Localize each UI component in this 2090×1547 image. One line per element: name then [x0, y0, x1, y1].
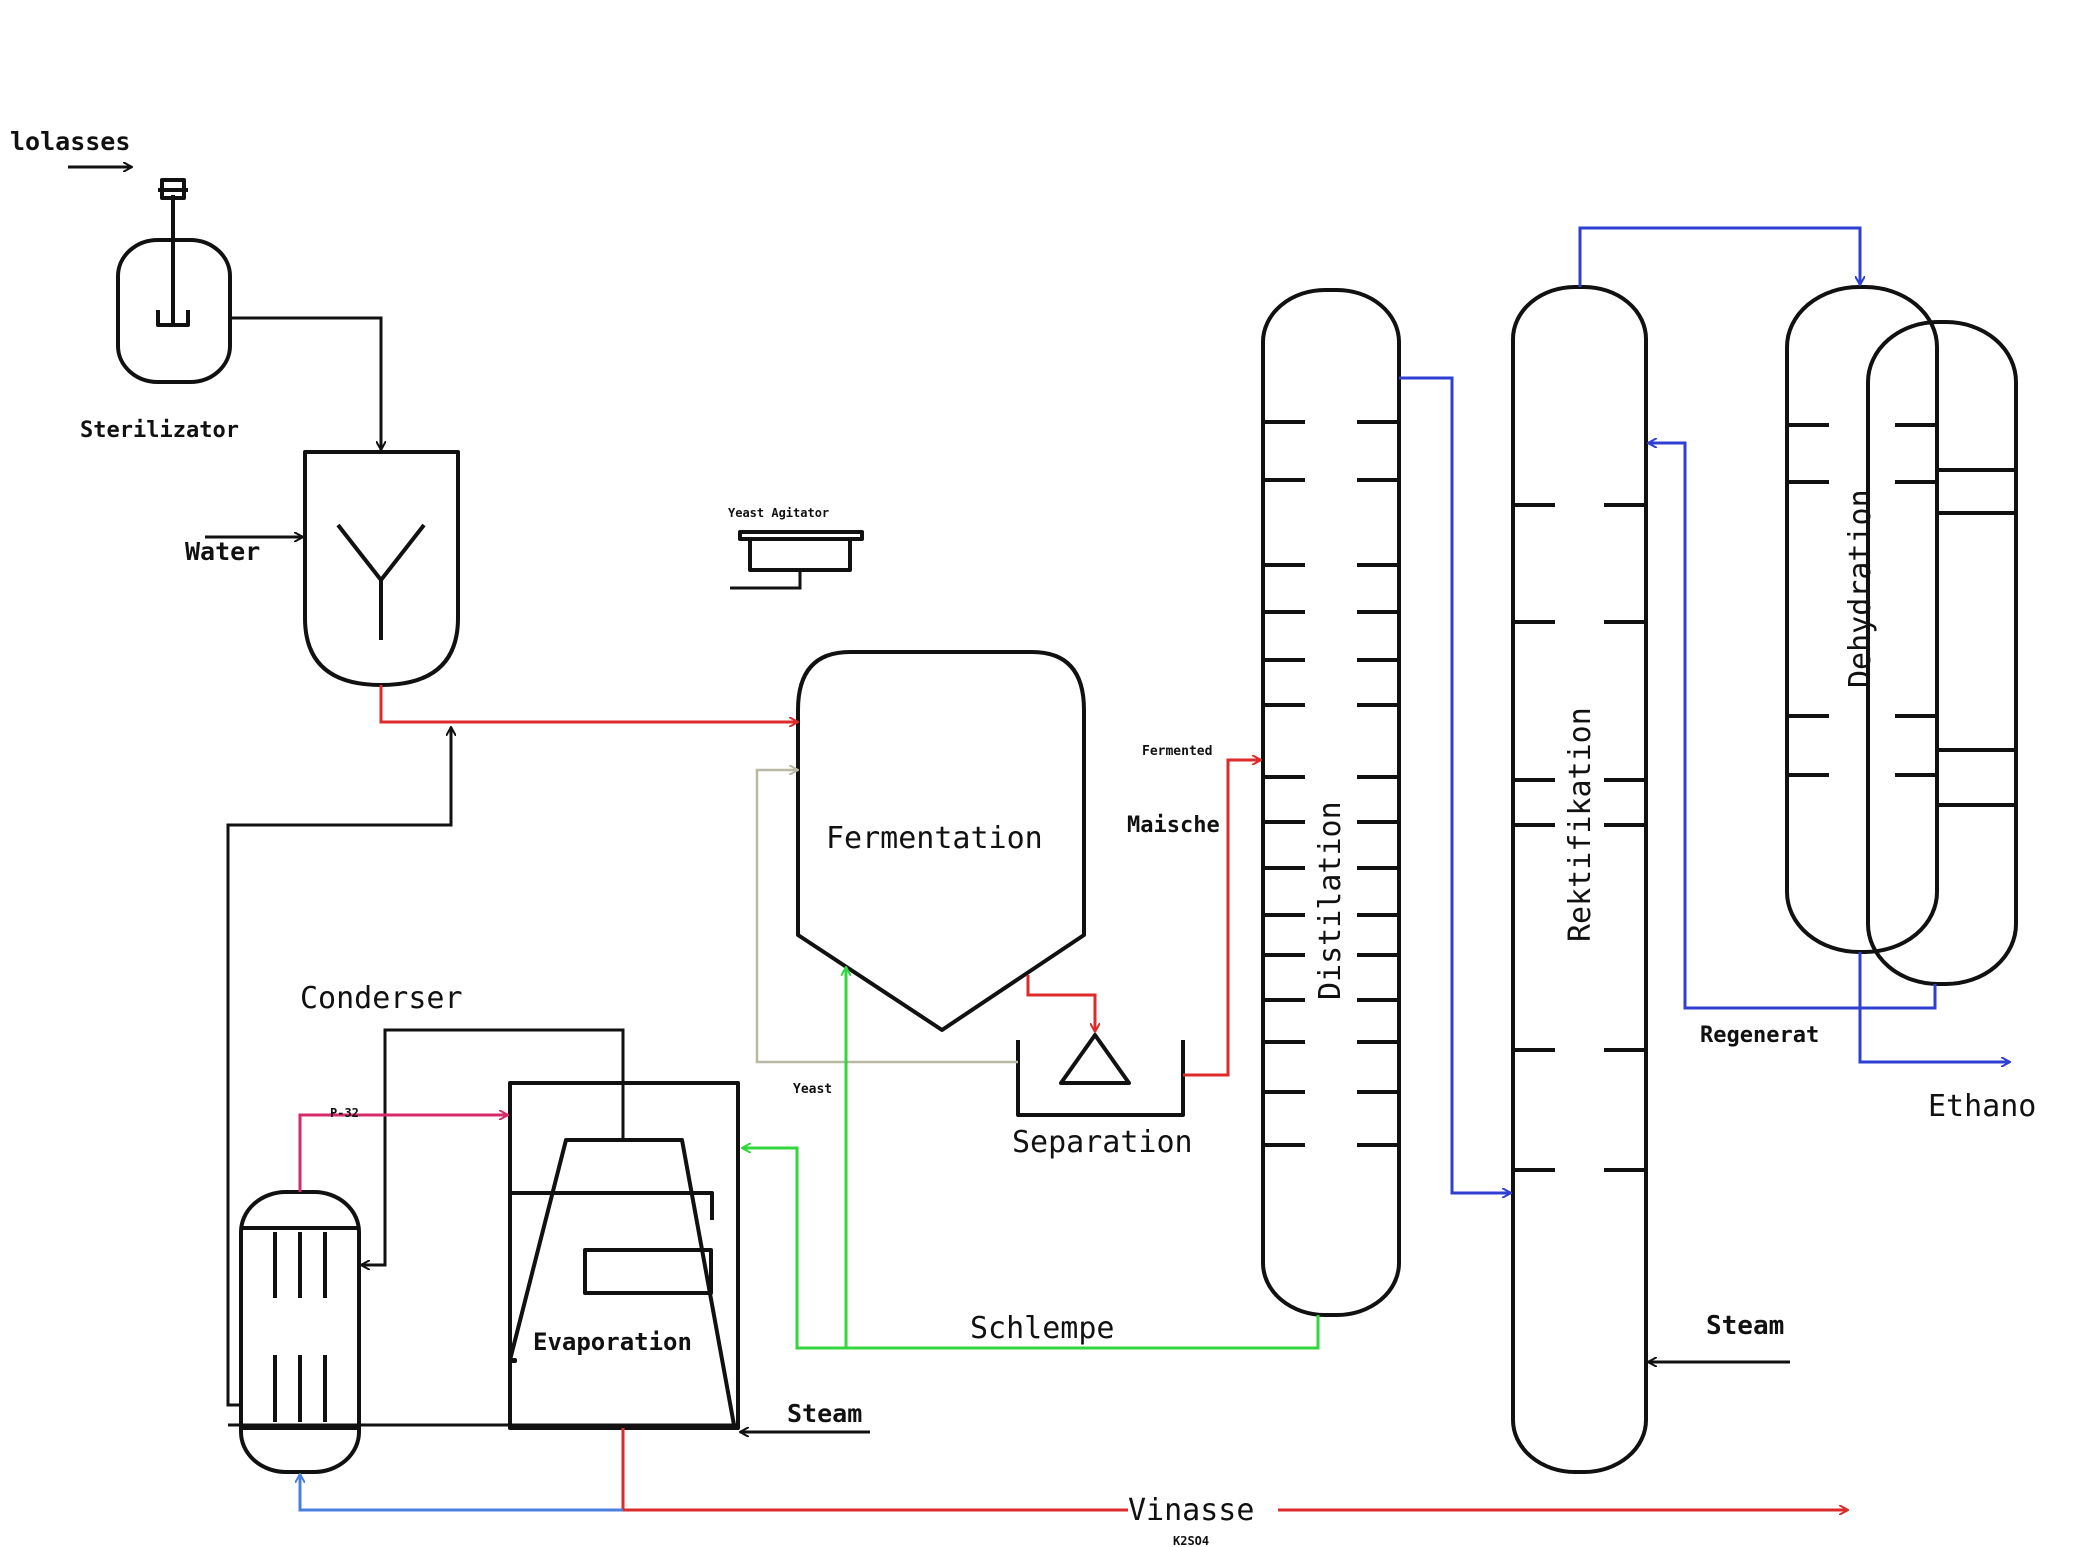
- schlempe-label: Schlempe: [970, 1311, 1115, 1346]
- steam-rekt-label: Steam: [1706, 1311, 1784, 1341]
- regenerat-return-line: [1648, 443, 1937, 1010]
- distillation-column: [1261, 288, 1401, 1317]
- sterilizator-vessel: [116, 178, 232, 384]
- distillate-line: [1399, 376, 1511, 1193]
- yeast-recycle-line: [755, 770, 1018, 1064]
- maische-label: Maische: [1127, 813, 1220, 838]
- ethanol-label: Ethano: [1928, 1089, 2036, 1124]
- condenser-vapour-line: [361, 1028, 625, 1265]
- yeast-agitator-label: Yeast Agitator: [728, 506, 829, 520]
- fermentation-label: Fermentation: [826, 821, 1043, 856]
- ethanol-product-line: [1858, 952, 2010, 1062]
- dehydration-label: Dehydration: [1843, 489, 1878, 688]
- condenser-label: Conderser: [300, 981, 463, 1016]
- condensate-return-line: [226, 727, 451, 1407]
- separation-basin: [1016, 1033, 1185, 1117]
- pump-label: P-32: [330, 1106, 359, 1120]
- schlempe-line: [742, 1148, 1320, 1350]
- yeast-agitator: [730, 530, 864, 590]
- rektifikat-vapour-line: [1578, 226, 1860, 287]
- condenser: [239, 1190, 361, 1474]
- sterilizator-to-mixer-line: [230, 316, 381, 450]
- water-label: Water: [185, 537, 260, 566]
- yeast-label: Yeast: [793, 1082, 832, 1097]
- sterilizator-label: Sterilizator: [80, 418, 239, 443]
- rektifikation-label: Rektifikation: [1563, 707, 1598, 942]
- k2so4-label: K2SO4: [1173, 1534, 1209, 1547]
- separation-label: Separation: [1012, 1125, 1193, 1160]
- evaporation-label: Evaporation: [533, 1328, 692, 1356]
- distillation-label: Distilation: [1313, 801, 1348, 1000]
- vinasse-label: Vinasse: [1128, 1493, 1254, 1528]
- mixer-vessel: [303, 450, 460, 687]
- pump-line: [298, 1115, 508, 1192]
- fermentation-tank: [796, 650, 1086, 1032]
- fermented-label: Fermented: [1142, 744, 1212, 759]
- cooling-return-line: [300, 1474, 623, 1512]
- steam-evap-label: Steam: [787, 1399, 862, 1428]
- dehydration-columns: [1785, 285, 2018, 986]
- fermenter-to-separation-line: [1026, 975, 1095, 1032]
- fermented-maische-line: [1183, 760, 1261, 1077]
- regenerat-label: Regenerat: [1700, 1023, 1819, 1048]
- molasses-label: lolasses: [10, 127, 130, 156]
- mash-feed-line: [379, 685, 798, 722]
